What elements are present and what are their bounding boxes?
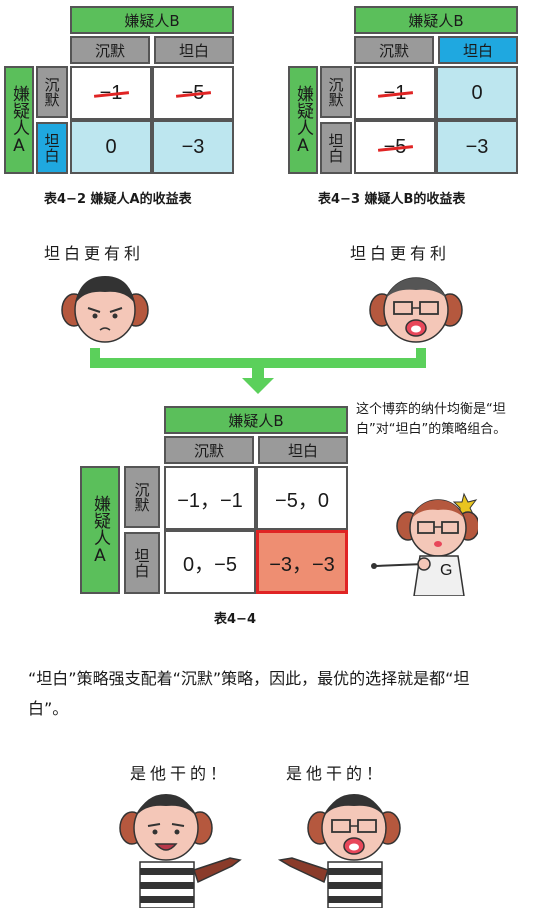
blame-text-right: 是他干的！ <box>286 764 387 783</box>
row-label-silent: 沉默 <box>124 466 160 528</box>
nash-equilibrium-cell: −3，−3 <box>256 530 348 594</box>
table-header-b: 嫌疑人B <box>70 6 234 34</box>
speech-text-left: 坦白更有利 <box>44 244 145 263</box>
suspect-a-face <box>61 276 149 343</box>
table-caption: 表4−2 嫌疑人A的收益表 <box>44 192 192 207</box>
table-caption: 表4−3 嫌疑人B的收益表 <box>318 192 466 207</box>
speech-text-right: 坦白更有利 <box>350 244 451 263</box>
nash-note: 这个博弈的纳什均衡是“坦白”对“坦白”的策略组合。 <box>356 402 507 437</box>
prisoner-a <box>119 794 242 908</box>
payoff-cell: −3 <box>152 120 234 174</box>
suspect-b-face <box>369 277 463 343</box>
row-label-confess: 坦白 <box>36 122 68 174</box>
payoff-cell: −5，0 <box>256 466 348 530</box>
row-header-a: 嫌疑人A <box>288 66 318 174</box>
conclusion-text: “坦白”策略强支配着“沉默”策略，因此，最优的选择就是都“坦白”。 <box>28 669 470 718</box>
combined-payoff-table: 嫌疑人B 沉默 坦白 嫌疑人A 沉默 坦白 −1，−1 −5，0 0，−5 −3… <box>80 406 350 596</box>
payoff-cell: 0 <box>70 120 152 174</box>
payoff-table-b: 嫌疑人B 沉默 坦白 嫌疑人A 沉默 坦白 −1 0 −5 −3 <box>288 6 520 174</box>
payoff-cell: −3 <box>436 120 518 174</box>
payoff-cell: 0 <box>436 66 518 120</box>
payoff-cell: −1，−1 <box>164 466 256 530</box>
row-header-a: 嫌疑人A <box>4 66 34 174</box>
col-label-silent: 沉默 <box>164 436 254 464</box>
table-caption: 表4−4 <box>214 612 256 627</box>
col-label-silent: 沉默 <box>354 36 434 64</box>
payoff-cell: 0，−5 <box>164 530 256 594</box>
col-label-confess: 坦白 <box>258 436 348 464</box>
row-label-confess: 坦白 <box>124 532 160 594</box>
payoff-cell: −5 <box>152 66 234 120</box>
table-header-b: 嫌疑人B <box>354 6 518 34</box>
payoff-cell: −5 <box>354 120 436 174</box>
col-label-confess: 坦白 <box>438 36 518 64</box>
table-header-b: 嫌疑人B <box>164 406 348 434</box>
prisoner-b <box>277 794 401 908</box>
row-label-silent: 沉默 <box>320 66 352 118</box>
col-label-confess: 坦白 <box>154 36 234 64</box>
payoff-cell: −1 <box>354 66 436 120</box>
row-label-silent: 沉默 <box>36 66 68 118</box>
professor-character <box>371 492 478 596</box>
blame-text-left: 是他干的！ <box>130 764 231 783</box>
row-header-a: 嫌疑人A <box>80 466 120 594</box>
payoff-cell: −1 <box>70 66 152 120</box>
merge-arrow-icon <box>90 348 426 394</box>
payoff-table-a: 嫌疑人B 沉默 坦白 嫌疑人A 沉默 坦白 −1 −5 0 −3 <box>4 6 236 174</box>
row-label-confess: 坦白 <box>320 122 352 174</box>
col-label-silent: 沉默 <box>70 36 150 64</box>
g-badge: G <box>440 562 453 579</box>
